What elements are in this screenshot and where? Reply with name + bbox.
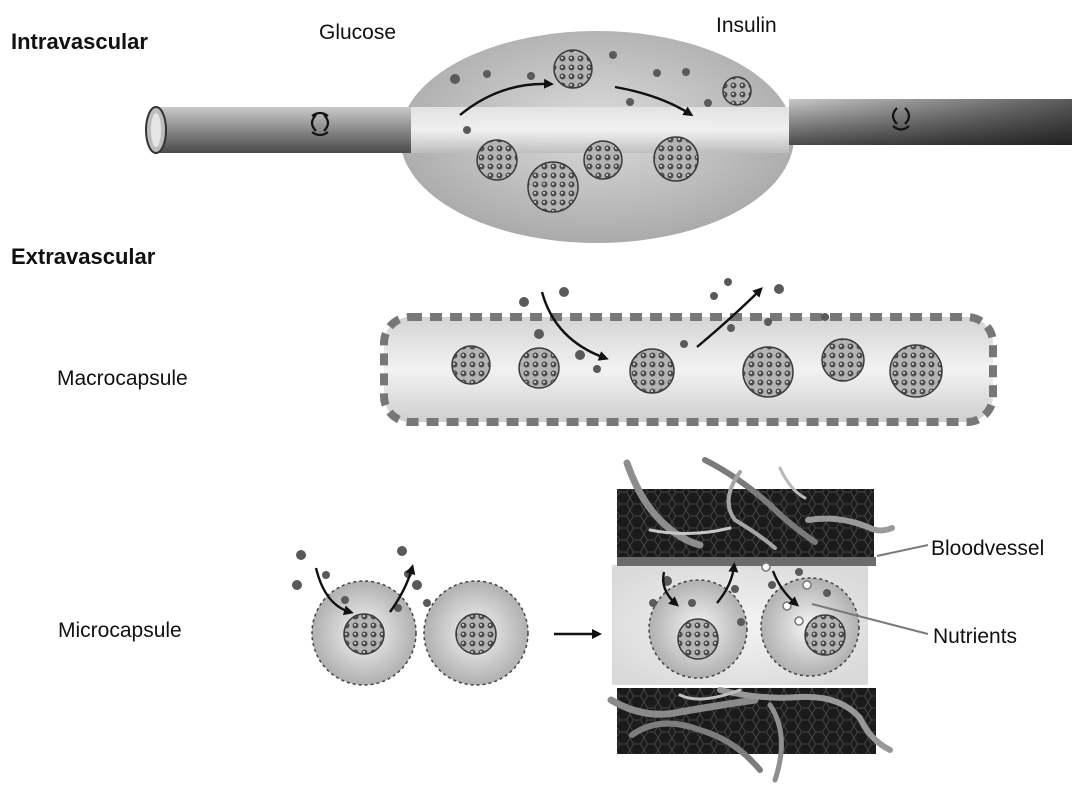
molecule-dot-icon [296,550,306,560]
molecule-dot-icon [519,297,529,307]
nutrient-dot-icon [783,602,791,610]
molecule-dot-icon [724,278,732,286]
molecule-dot-icon [559,287,569,297]
molecule-dot-icon [527,72,535,80]
molecule-dot-icon [292,580,302,590]
molecule-dot-icon [575,350,585,360]
molecule-dot-icon [609,51,617,59]
islet-cluster-icon [630,349,674,393]
islet-cluster-icon [743,347,793,397]
tissue-top [617,489,874,557]
islet-cluster-icon [805,615,845,655]
molecule-dot-icon [653,69,661,77]
nutrient-dot-icon [803,581,811,589]
molecule-dot-icon [704,99,712,107]
islet-cluster-icon [822,339,864,381]
molecule-dot-icon [731,585,739,593]
molecule-dot-icon [764,318,772,326]
nutrient-dot-icon [795,617,803,625]
intravascular-device [146,31,1072,243]
molecule-dot-icon [626,98,634,106]
islet-cluster-icon [456,614,496,654]
islet-cluster-icon [519,348,559,388]
bloodvessel-wall [617,557,876,566]
islet-cluster-icon [654,137,698,181]
label-insulin: Insulin [716,14,777,38]
molecule-dot-icon [412,580,422,590]
label-microcapsule: Microcapsule [58,619,182,643]
islet-cluster-icon [890,345,942,397]
molecule-dot-icon [710,292,718,300]
label-macrocapsule: Macrocapsule [57,367,188,391]
molecule-dot-icon [680,340,688,348]
islet-cluster-icon [723,77,751,105]
molecule-dot-icon [341,596,349,604]
molecule-dot-icon [450,74,460,84]
molecule-dot-icon [463,126,471,134]
heading-extravascular: Extravascular [11,244,155,270]
islet-cluster-icon [528,162,578,212]
molecule-dot-icon [727,324,735,332]
molecule-dot-icon [821,313,829,321]
molecule-dot-icon [397,546,407,556]
molecule-dot-icon [774,284,784,294]
label-glucose: Glucose [319,21,396,45]
molecule-dot-icon [593,365,601,373]
molecule-dot-icon [649,599,657,607]
molecule-dot-icon [688,599,696,607]
islet-cluster-icon [452,346,490,384]
label-bloodvessel: Bloodvessel [931,537,1044,561]
vascular-graft-left [155,107,411,153]
molecule-dot-icon [795,568,803,576]
islet-cluster-icon [344,614,384,654]
molecule-dot-icon [322,571,330,579]
islet-cluster-icon [554,50,592,88]
nutrient-dot-icon [762,563,770,571]
islet-cluster-icon [678,619,718,659]
bloodvessel-pointer [877,545,928,556]
label-nutrients: Nutrients [933,625,1017,649]
islet-cluster-icon [477,140,517,180]
molecule-dot-icon [737,618,745,626]
heading-intravascular: Intravascular [11,29,148,55]
molecule-dot-icon [823,589,831,597]
molecule-dot-icon [534,329,544,339]
molecule-dot-icon [423,599,431,607]
molecule-dot-icon [483,70,491,78]
molecule-dot-icon [768,581,776,589]
implanted-microcapsules [611,460,928,780]
molecule-dot-icon [682,68,690,76]
islet-cluster-icon [584,141,622,179]
